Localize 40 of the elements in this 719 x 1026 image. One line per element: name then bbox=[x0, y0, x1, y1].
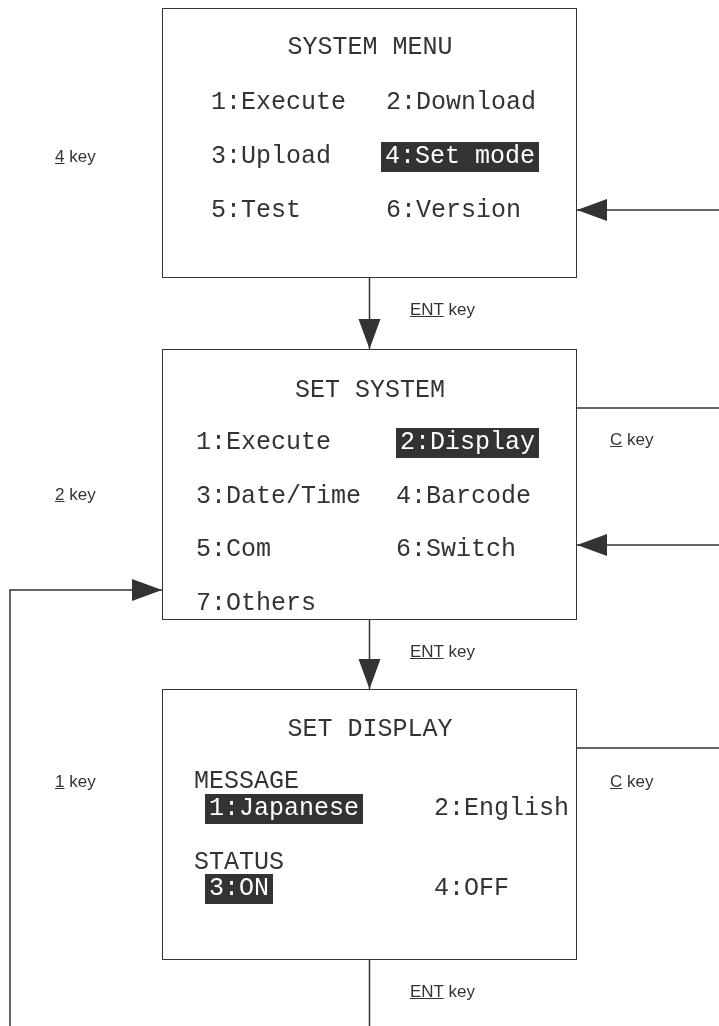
screen-box bbox=[162, 8, 577, 278]
menu-item: 1:Execute bbox=[211, 88, 347, 118]
key-label: 1 key bbox=[55, 772, 96, 792]
menu-item: 5:Com bbox=[196, 535, 271, 565]
key-label: 2 key bbox=[55, 485, 96, 505]
key-label: 4 key bbox=[55, 147, 96, 167]
arrow bbox=[576, 199, 719, 221]
edge-label: C key bbox=[610, 772, 654, 792]
menu-item: 3:Upload bbox=[211, 142, 332, 172]
menu-item: 6:Version bbox=[386, 196, 522, 226]
edge-label: C key bbox=[610, 430, 654, 450]
menu-item: 1:Execute bbox=[196, 428, 332, 458]
menu-item: 2:Download bbox=[386, 88, 537, 118]
menu-item: 7:Others bbox=[196, 589, 317, 619]
connector-line bbox=[576, 407, 719, 409]
screen-title: SYSTEM MENU bbox=[287, 33, 453, 63]
screen-title: SET DISPLAY bbox=[287, 715, 453, 745]
arrow bbox=[576, 534, 719, 556]
menu-item: 4:OFF bbox=[434, 874, 509, 904]
edge-label: ENT key bbox=[410, 300, 475, 320]
screen-box bbox=[162, 689, 577, 960]
menu-item: 2:English bbox=[434, 794, 570, 824]
selected-menu-item: 4:Set mode bbox=[381, 142, 540, 172]
arrow bbox=[9, 579, 163, 1026]
connector-line bbox=[576, 747, 719, 749]
selected-menu-item: 3:ON bbox=[205, 874, 273, 904]
screen-title: SET SYSTEM bbox=[295, 376, 445, 406]
menu-item: 6:Switch bbox=[396, 535, 517, 565]
section-heading: MESSAGE bbox=[194, 767, 300, 797]
edge-label: ENT key bbox=[410, 982, 475, 1002]
screen-box bbox=[162, 349, 577, 620]
menu-item: 3:Date/Time bbox=[196, 482, 362, 512]
connector-line bbox=[368, 959, 371, 1026]
arrow bbox=[358, 619, 381, 690]
selected-menu-item: 2:Display bbox=[396, 428, 540, 458]
edge-label: ENT key bbox=[410, 642, 475, 662]
menu-item: 4:Barcode bbox=[396, 482, 532, 512]
selected-menu-item: 1:Japanese bbox=[205, 794, 364, 824]
menu-item: 5:Test bbox=[211, 196, 301, 226]
arrow bbox=[358, 277, 381, 350]
